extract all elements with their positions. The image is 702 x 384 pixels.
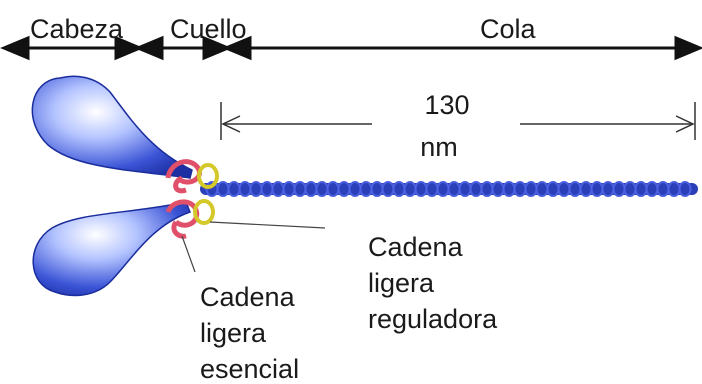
neck-arrow-left	[138, 38, 162, 58]
essential-label-line-3: esencial	[200, 354, 299, 384]
coiled-coil-tail	[200, 182, 698, 196]
upper-head	[32, 76, 192, 178]
length-unit: nm	[420, 132, 458, 162]
length-value: 130	[424, 90, 469, 120]
essential-label-line-1: Cadena	[200, 282, 296, 312]
regulatory-chain-label: Cadena ligera reguladora	[368, 232, 498, 334]
tail-arrow-right	[676, 38, 700, 58]
head-region-label: Cabeza	[30, 14, 124, 44]
neck-region-label: Cuello	[170, 14, 247, 44]
lower-head	[33, 202, 190, 295]
myosin-heads	[32, 76, 192, 295]
head-arrow-left	[4, 38, 28, 58]
regulatory-label-line-3: reguladora	[368, 304, 498, 334]
regulatory-label-line-1: Cadena	[368, 232, 464, 262]
tail-region-label: Cola	[480, 14, 537, 44]
essential-label-line-2: ligera	[200, 318, 267, 348]
essential-leader-line	[182, 236, 195, 272]
regulatory-leader-line	[210, 222, 325, 228]
leader-lines	[182, 222, 325, 272]
regulatory-label-line-2: ligera	[368, 268, 435, 298]
essential-chain-label: Cadena ligera esencial	[200, 282, 299, 384]
